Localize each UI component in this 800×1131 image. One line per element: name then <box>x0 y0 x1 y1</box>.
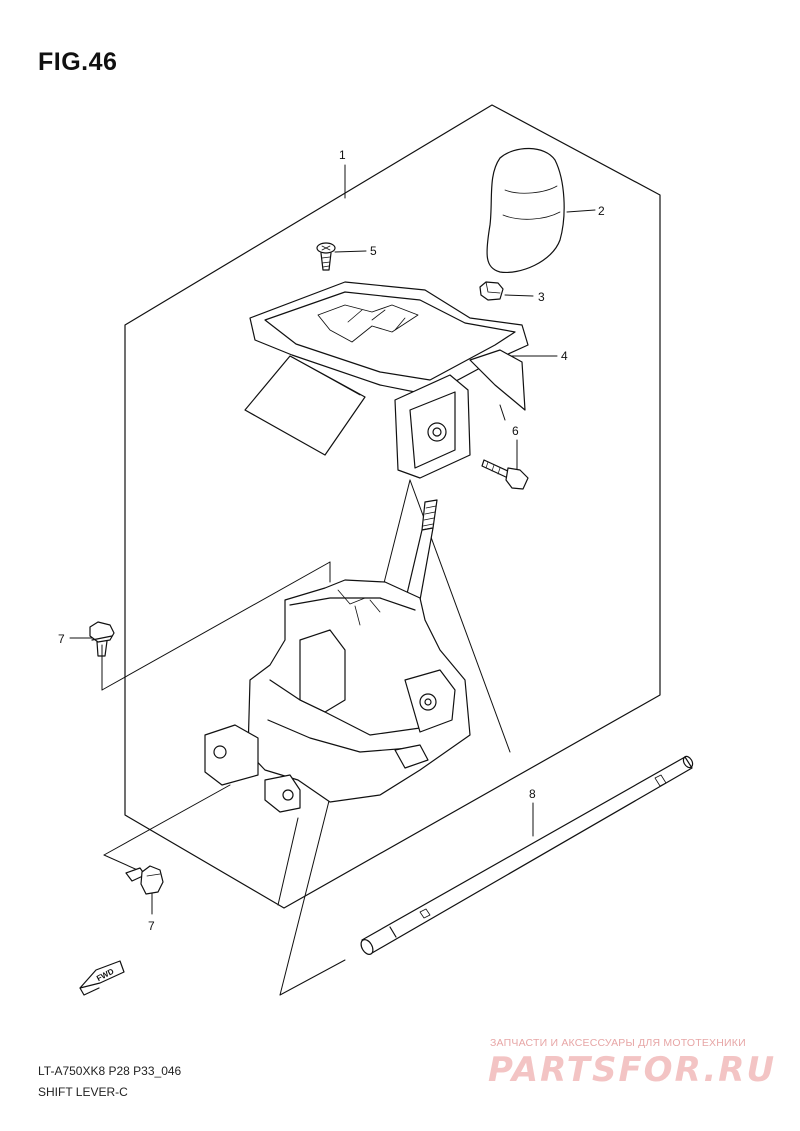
bolt <box>481 459 529 490</box>
shift-gate-cover <box>244 281 529 479</box>
fwd-arrow-icon <box>79 960 125 996</box>
assembly-outline <box>124 104 661 909</box>
callout-1: 1 <box>339 148 346 162</box>
shift-knob <box>486 147 565 274</box>
screw <box>316 242 336 271</box>
watermark-tagline: ЗАПЧАСТИ И АКСЕССУАРЫ ДЛЯ МОТОТЕХНИКИ <box>490 1037 746 1049</box>
shift-rod <box>360 755 694 955</box>
section-name: SHIFT LEVER-C <box>38 1085 128 1099</box>
watermark-brand: PARTSFOR.RU <box>488 1050 777 1090</box>
model-code: LT-A750XK8 P28 P33_046 <box>38 1064 182 1078</box>
callout-8: 8 <box>529 787 536 801</box>
callout-2: 2 <box>598 204 605 218</box>
callout-7-upper: 7 <box>58 632 65 646</box>
flange-bolt-lower <box>125 865 164 895</box>
figure-title: FIG.46 <box>38 48 118 76</box>
callout-4: 4 <box>561 349 568 363</box>
callout-5: 5 <box>370 244 377 258</box>
leader-lines <box>69 164 596 996</box>
shift-lever-base <box>204 579 471 813</box>
nut <box>479 281 504 301</box>
callout-6: 6 <box>512 424 519 438</box>
callout-7-lower: 7 <box>148 919 155 933</box>
flange-bolt-upper <box>89 621 115 657</box>
callout-3: 3 <box>538 290 545 304</box>
